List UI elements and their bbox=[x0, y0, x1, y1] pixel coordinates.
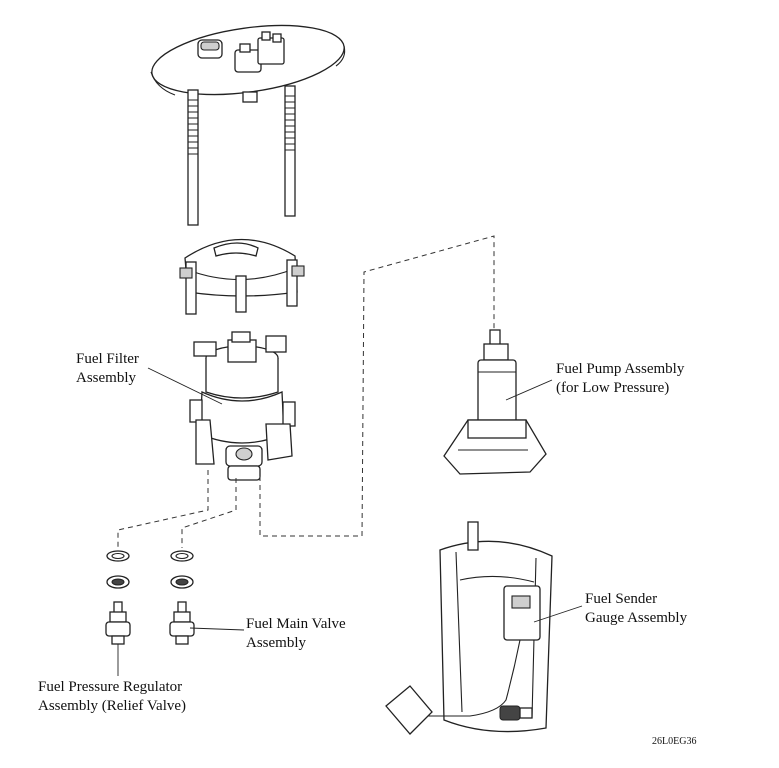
fuel-sender-label: Fuel Sender Gauge Assembly bbox=[585, 590, 687, 628]
fuel-sender-label-line-2: Gauge Assembly bbox=[585, 610, 688, 626]
fuel-sender-label-line-1: Fuel Sender bbox=[585, 591, 658, 607]
fuel-main-valve-label-line-2: Assembly bbox=[246, 635, 306, 651]
assembly-dashed-lines bbox=[117, 235, 495, 548]
fuel-pressure-regulator-label: Fuel Pressure Regulator Assembly (Relief… bbox=[38, 678, 186, 716]
fuel-main-valve-label: Fuel Main Valve Assembly bbox=[246, 615, 346, 653]
fuel-filter-label-line-1: Fuel Filter bbox=[76, 351, 139, 367]
fuel-pressure-regulator-label-line-2: Assembly (Relief Valve) bbox=[38, 698, 187, 714]
fuel-pump-label-line-1: Fuel Pump Assembly bbox=[556, 361, 685, 377]
fuel-pressure-regulator-label-line-1: Fuel Pressure Regulator bbox=[38, 679, 183, 695]
main-valve-seals bbox=[170, 550, 194, 589]
figure-code: 26L0EG36 bbox=[652, 736, 697, 747]
pump-bracket bbox=[179, 238, 305, 315]
fuel-main-valve bbox=[169, 601, 195, 645]
fuel-filter-assembly bbox=[189, 331, 296, 481]
regulator-seals bbox=[106, 550, 130, 589]
fuel-pump-label: Fuel Pump Assembly (for Low Pressure) bbox=[556, 360, 684, 398]
fuel-main-valve-label-line-1: Fuel Main Valve bbox=[246, 616, 346, 632]
fuel-sender-gauge-assembly bbox=[385, 521, 553, 735]
guide-rods bbox=[187, 85, 296, 226]
leader-lines bbox=[117, 367, 583, 676]
fuel-pressure-regulator bbox=[105, 601, 131, 645]
fuel-pump-label-line-2: (for Low Pressure) bbox=[556, 380, 670, 396]
fuel-filter-label-line-2: Assembly bbox=[76, 370, 136, 386]
fuel-filter-label: Fuel Filter Assembly bbox=[76, 350, 139, 388]
fuel-tank-cover-plate bbox=[150, 24, 346, 103]
fuel-pump-assembly bbox=[443, 329, 547, 475]
